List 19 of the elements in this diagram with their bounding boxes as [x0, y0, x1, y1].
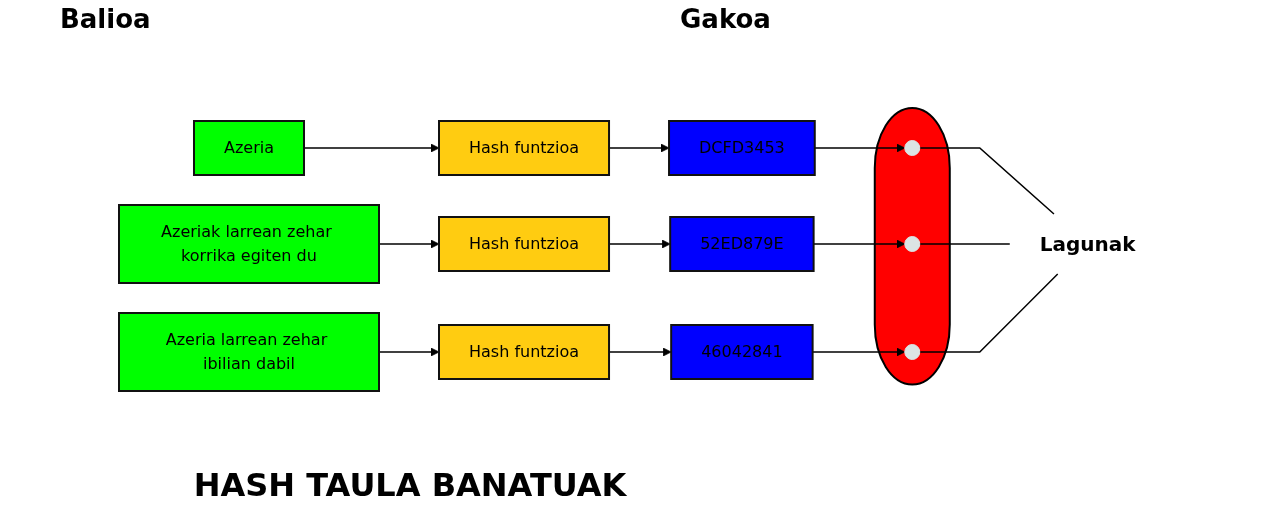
column-heading: Gakoa	[680, 4, 771, 34]
diagram-title: HASH TAULA BANATUAK	[192, 466, 628, 504]
node-box: 52ED879E	[668, 215, 815, 272]
node-box: Azeriak larrean zehar korrika egiten du	[117, 203, 380, 284]
node-circle	[903, 139, 920, 156]
node-box: Hash funtzioa	[437, 215, 610, 272]
node-text: Lagunak	[1039, 231, 1136, 256]
node-circle	[903, 235, 920, 252]
column-heading: Balioa	[60, 4, 151, 34]
node-box: Azeria	[192, 119, 305, 176]
node-box: DCFD3453	[667, 119, 816, 176]
node-box: 46042841	[669, 323, 814, 380]
connector	[918, 242, 1011, 245]
node-circle	[903, 343, 920, 360]
node-box: Hash funtzioa	[437, 119, 610, 176]
node-box: Azeria larrean zehar ibilian dabil	[117, 311, 380, 392]
node-box: Hash funtzioa	[437, 323, 610, 380]
connector	[918, 272, 1059, 353]
connector	[918, 146, 1055, 215]
